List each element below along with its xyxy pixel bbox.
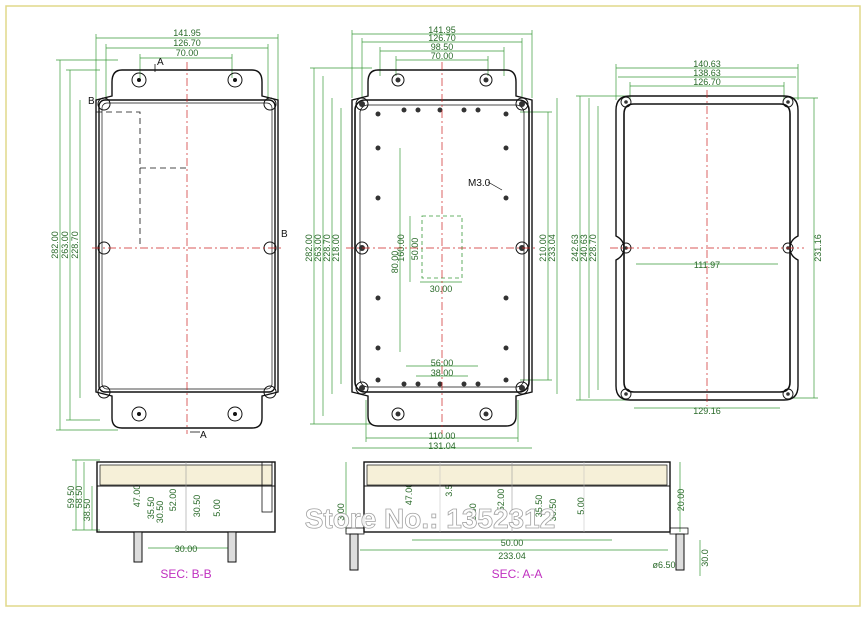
section-mark-a-top: A — [157, 57, 164, 68]
aa-dim-inner-6: 30.50 — [548, 499, 558, 522]
bb-dim-inner-5: 30.50 — [192, 495, 202, 518]
right-dim-top-1: 140.63 — [693, 59, 721, 69]
mid-dim-top-1: 141.95 — [428, 25, 456, 35]
right-dim-mid: 111.97 — [694, 260, 720, 270]
mid-dim-right-1: 210.00 — [538, 234, 548, 262]
right-view: 140.63 138.63 126.70 242.63 240.63 228.7… — [570, 59, 823, 416]
page-border — [5, 5, 861, 607]
left-dim-top-1: 141.95 — [173, 28, 201, 38]
right-dim-top-3: 126.70 — [693, 77, 721, 87]
bb-dim-left-1: 59.50 — [66, 486, 76, 509]
section-aa-view: 3.00 47.00 3.50 3.50 52.00 35.50 30.50 5… — [336, 461, 710, 581]
mid-dim-inner-3: 50.00 — [410, 238, 420, 261]
bb-dim-inner-2: 35.50 — [146, 497, 156, 520]
left-view: 141.95 126.70 70.00 282.00 263.00 228.70 — [50, 28, 288, 441]
left-outline — [95, 69, 279, 429]
section-mark-b-left: B — [88, 96, 95, 107]
store-watermark: Store No.: 1352312 — [305, 503, 556, 534]
left-dim-top-3: 70.00 — [176, 48, 199, 58]
bb-dim-left-2: 58.50 — [74, 486, 84, 509]
right-dim-left-3: 228.70 — [588, 234, 598, 262]
mid-dim-bottom-1: 110.00 — [429, 431, 456, 441]
mid-dim-left-4: 218.00 — [331, 234, 341, 262]
aa-dim-bottom-2: 233.04 — [498, 551, 526, 561]
bb-dim-left-3: 38.50 — [82, 499, 92, 522]
mid-dim-bottom-2: 131.04 — [428, 441, 456, 451]
section-bb-view: 59.50 58.50 38.50 47.00 35.50 30.50 52.0… — [66, 459, 276, 581]
aa-dim-side: 30.0 — [700, 549, 710, 567]
bb-dim-inner-4: 52.00 — [168, 489, 178, 512]
aa-dim-right: 20.00 — [676, 489, 686, 512]
right-seal — [623, 103, 791, 393]
left-dim-left-3: 228.70 — [70, 231, 80, 259]
aa-dim-inner-3: 3.50 — [468, 503, 478, 521]
right-dim-top-2: 138.63 — [693, 68, 721, 78]
mid-dim-left-3: 228.70 — [322, 234, 332, 262]
mid-dim-top-3: 98.50 — [431, 42, 454, 52]
left-dim-top-2: 126.70 — [173, 38, 201, 48]
aa-dim-left: 3.00 — [336, 503, 346, 521]
screw-callout: M3.0 — [468, 178, 491, 189]
aa-dim-inner-2: 3.50 — [444, 479, 454, 497]
section-mark-a-bottom: A — [200, 430, 207, 441]
bb-dim-bottom: 30.00 — [175, 544, 198, 554]
mid-dim-left-1: 282.00 — [304, 234, 314, 262]
right-outline — [615, 95, 799, 401]
right-dim-right: 231.16 — [813, 234, 823, 262]
mid-dim-inner-1: 80.00 — [390, 251, 400, 274]
aa-dim-inner-1: 47.00 — [404, 483, 414, 506]
aa-dim-hole: ø6.50 — [652, 560, 675, 570]
left-dim-left-1: 282.00 — [50, 231, 60, 259]
aa-dim-inner-4: 52.00 — [496, 489, 506, 512]
right-dim-left-2: 240.63 — [579, 234, 589, 262]
middle-view: 141.95 126.70 98.50 70.00 282.00 263.00 … — [304, 25, 558, 451]
mid-dim-right-2: 233.04 — [547, 234, 557, 262]
mid-dim-top-4: 70.00 — [431, 51, 454, 61]
mid-outline — [351, 69, 533, 427]
mid-dim-top-2: 126.70 — [428, 33, 456, 43]
bb-dim-inner-6: 5.00 — [212, 499, 222, 517]
aa-body — [363, 461, 671, 533]
mid-dim-30: 30.00 — [430, 284, 453, 294]
bb-section-title: SEC: B-B — [160, 567, 211, 581]
bb-dim-inner-3: 30.50 — [155, 501, 165, 524]
mid-dim-left-2: 263.00 — [313, 234, 323, 262]
section-mark-b-right: B — [281, 229, 288, 240]
aa-dim-inner-5: 35.50 — [534, 495, 544, 518]
left-dim-left-2: 263.00 — [60, 231, 70, 259]
aa-section-title: SEC: A-A — [492, 567, 543, 581]
bb-dim-inner-1: 47.00 — [132, 485, 142, 508]
right-dim-bottom: 129.16 — [693, 406, 721, 416]
aa-dim-bottom-1: 50.00 — [501, 538, 524, 548]
right-dim-left-1: 242.63 — [570, 234, 580, 262]
aa-dim-inner-7: 5.00 — [576, 497, 586, 515]
